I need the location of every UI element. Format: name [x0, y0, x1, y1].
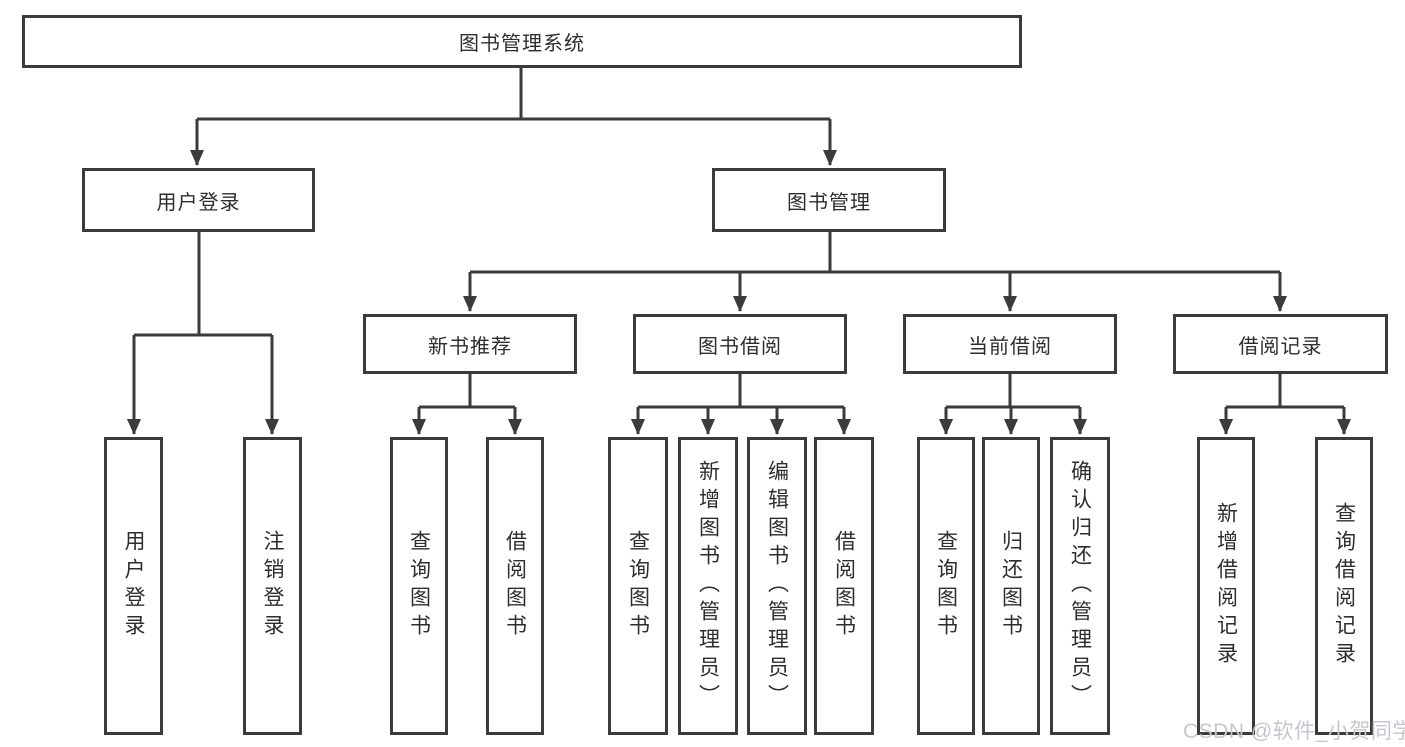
node-leaf-query-books-1: 查询图书 [390, 437, 448, 735]
node-new-book-recommend: 新书推荐 [363, 314, 577, 374]
leaf-label: 借阅图书 [832, 530, 856, 642]
node-leaf-borrow-books-1: 借阅图书 [486, 437, 544, 735]
leaf-label: 查询借阅记录 [1332, 502, 1356, 670]
node-book-borrow: 图书借阅 [633, 314, 847, 374]
leaf-label: 查询图书 [407, 530, 431, 642]
node-leaf-add-books-admin: 新增图书（管理员） [678, 437, 738, 735]
node-root-system: 图书管理系统 [22, 15, 1022, 68]
node-current-borrow: 当前借阅 [903, 314, 1117, 374]
leaf-label: 注销登录 [261, 530, 284, 642]
leaf-label: 编辑图书（管理员） [765, 460, 789, 712]
leaf-label: 新增借阅记录 [1214, 502, 1238, 670]
node-leaf-query-books-2: 查询图书 [608, 437, 668, 735]
node-leaf-query-books-3: 查询图书 [917, 437, 975, 735]
node-user-login: 用户登录 [82, 168, 315, 232]
node-leaf-edit-books-admin: 编辑图书（管理员） [747, 437, 807, 735]
leaf-label: 用户登录 [122, 530, 145, 642]
node-leaf-logout: 注销登录 [243, 437, 302, 735]
leaf-label: 查询图书 [934, 530, 958, 642]
leaf-label: 确认归还（管理员） [1068, 460, 1092, 712]
node-leaf-return-books: 归还图书 [982, 437, 1040, 735]
node-leaf-confirm-return-admin: 确认归还（管理员） [1050, 437, 1110, 735]
leaf-label: 新增图书（管理员） [696, 460, 720, 712]
leaf-label: 借阅图书 [503, 530, 527, 642]
leaf-label: 归还图书 [999, 530, 1023, 642]
node-leaf-user-login: 用户登录 [104, 437, 163, 735]
node-leaf-add-borrow-record: 新增借阅记录 [1197, 437, 1255, 735]
node-leaf-borrow-books-2: 借阅图书 [814, 437, 874, 735]
node-leaf-query-borrow-record: 查询借阅记录 [1315, 437, 1373, 735]
node-book-management: 图书管理 [712, 168, 946, 232]
leaf-label: 查询图书 [626, 530, 650, 642]
node-borrow-records: 借阅记录 [1173, 314, 1388, 374]
csdn-watermark: CSDN @软件_小贺同学 [1183, 720, 1405, 743]
